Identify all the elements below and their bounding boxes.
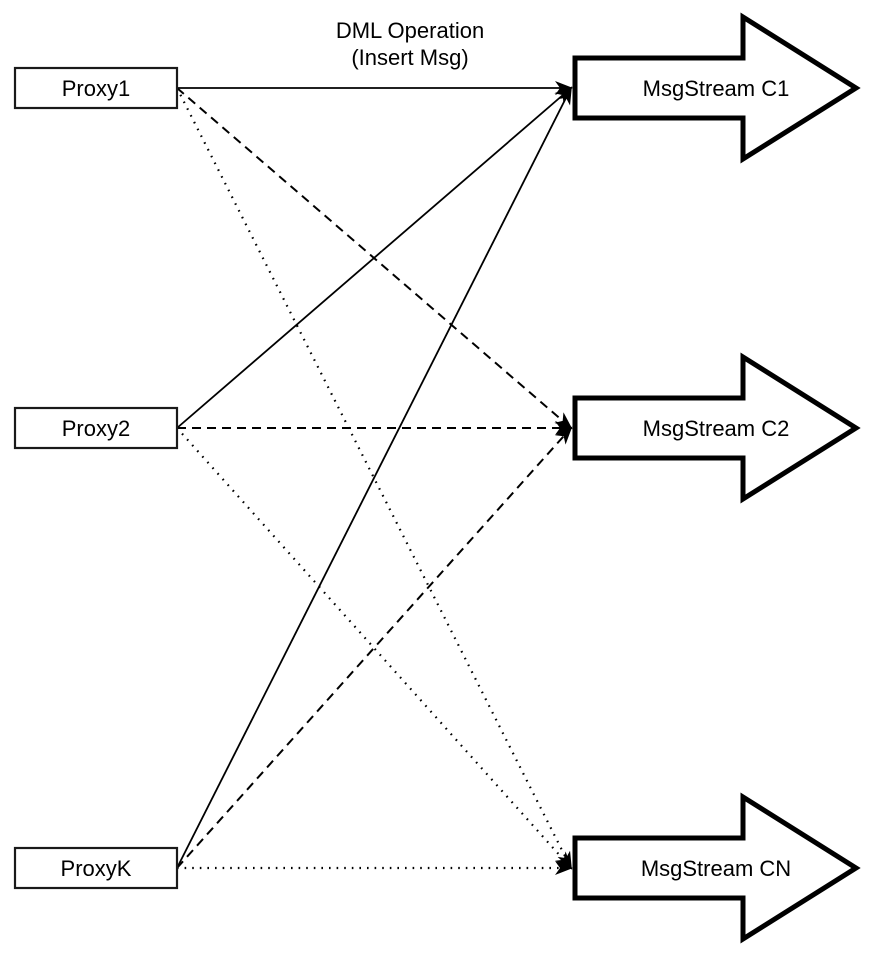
proxy2-box	[13, 406, 179, 450]
proxy1-box	[13, 66, 179, 110]
diagram-title: DML Operation (Insert Msg)	[336, 17, 484, 71]
title-line2: (Insert Msg)	[351, 45, 469, 70]
msgstream-cn-label: MsgStream CN	[641, 856, 791, 881]
msgstream-c2-label: MsgStream C2	[643, 416, 790, 441]
proxy-node-k: ProxyK	[13, 846, 179, 890]
edge-solid	[176, 86, 572, 869]
msgstream-c1-label: MsgStream C1	[643, 76, 790, 101]
msgstream-cn-arrow	[572, 792, 861, 944]
edge-dashed	[176, 426, 573, 869]
stream-node-c2: MsgStream C2	[572, 352, 861, 504]
stream-node-cn: MsgStream CN	[572, 792, 861, 944]
proxy-node-2: Proxy2	[13, 406, 179, 450]
proxyk-box	[13, 846, 179, 890]
title-line1: DML Operation	[335, 18, 485, 43]
proxy-node-1: Proxy1	[13, 66, 179, 110]
stream-node-c1: MsgStream C1	[572, 12, 861, 164]
msgstream-c1-arrow	[572, 12, 861, 164]
msgstream-c2-arrow	[572, 352, 861, 504]
edges-layer	[176, 81, 573, 875]
proxy2-label: Proxy2	[62, 416, 130, 441]
proxyk-label: ProxyK	[61, 856, 132, 881]
edge-dotted	[176, 87, 572, 870]
proxy1-label: Proxy1	[62, 76, 130, 101]
edge-dashed	[176, 87, 573, 430]
